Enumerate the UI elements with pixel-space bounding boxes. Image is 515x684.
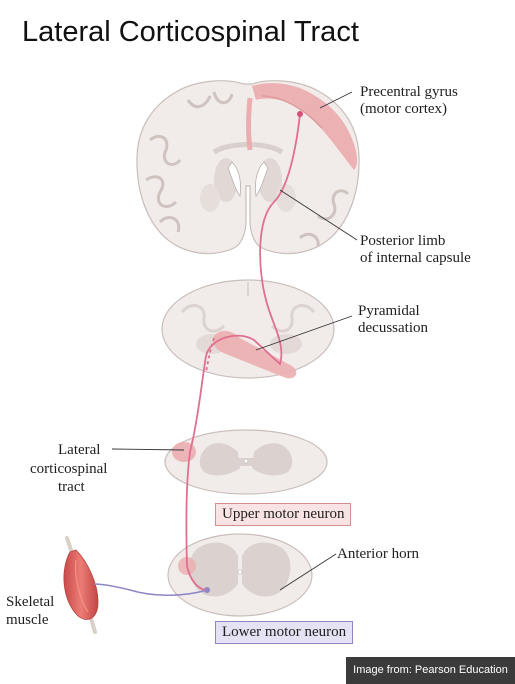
- muscle-label: muscle: [6, 612, 49, 628]
- upper-motor-neuron-crossing-dashes: [205, 337, 215, 373]
- page-title: Lateral Corticospinal Tract: [22, 16, 359, 48]
- decussation-label: decussation: [358, 320, 428, 336]
- skeletal-label: Skeletal: [6, 594, 55, 610]
- motor-cortex-label: (motor cortex): [360, 101, 448, 117]
- brain-coronal-section: [136, 80, 360, 255]
- spinal-cord-lower-section: [167, 533, 313, 617]
- lower-motor-neuron-label: Lower motor neuron: [215, 621, 354, 644]
- medulla-section: [161, 279, 335, 379]
- leader-lines: [111, 91, 358, 591]
- upper-motor-neuron-cell-body: [297, 111, 303, 117]
- pyramidal-label: Pyramidal: [358, 303, 420, 319]
- tract-label: tract: [58, 479, 85, 495]
- lower-motor-neuron-axon: [93, 583, 208, 597]
- lateral-label: Lateral: [58, 442, 101, 458]
- upper-motor-neuron-pathway: [185, 113, 301, 591]
- image-credit: Image from: Pearson Education: [346, 657, 515, 684]
- anterior-horn-label: Anterior horn: [337, 546, 420, 562]
- posterior-limb-label: Posterior limb: [360, 233, 446, 249]
- internal-capsule-label: of internal capsule: [360, 250, 471, 266]
- spinal-cord-upper-section: [164, 429, 328, 495]
- skeletal-muscle-illustration: [63, 536, 99, 634]
- precentral-gyrus-label: Precentral gyrus: [360, 84, 458, 100]
- corticospinal-label: corticospinal: [30, 461, 108, 477]
- upper-motor-neuron-label: Upper motor neuron: [215, 503, 352, 526]
